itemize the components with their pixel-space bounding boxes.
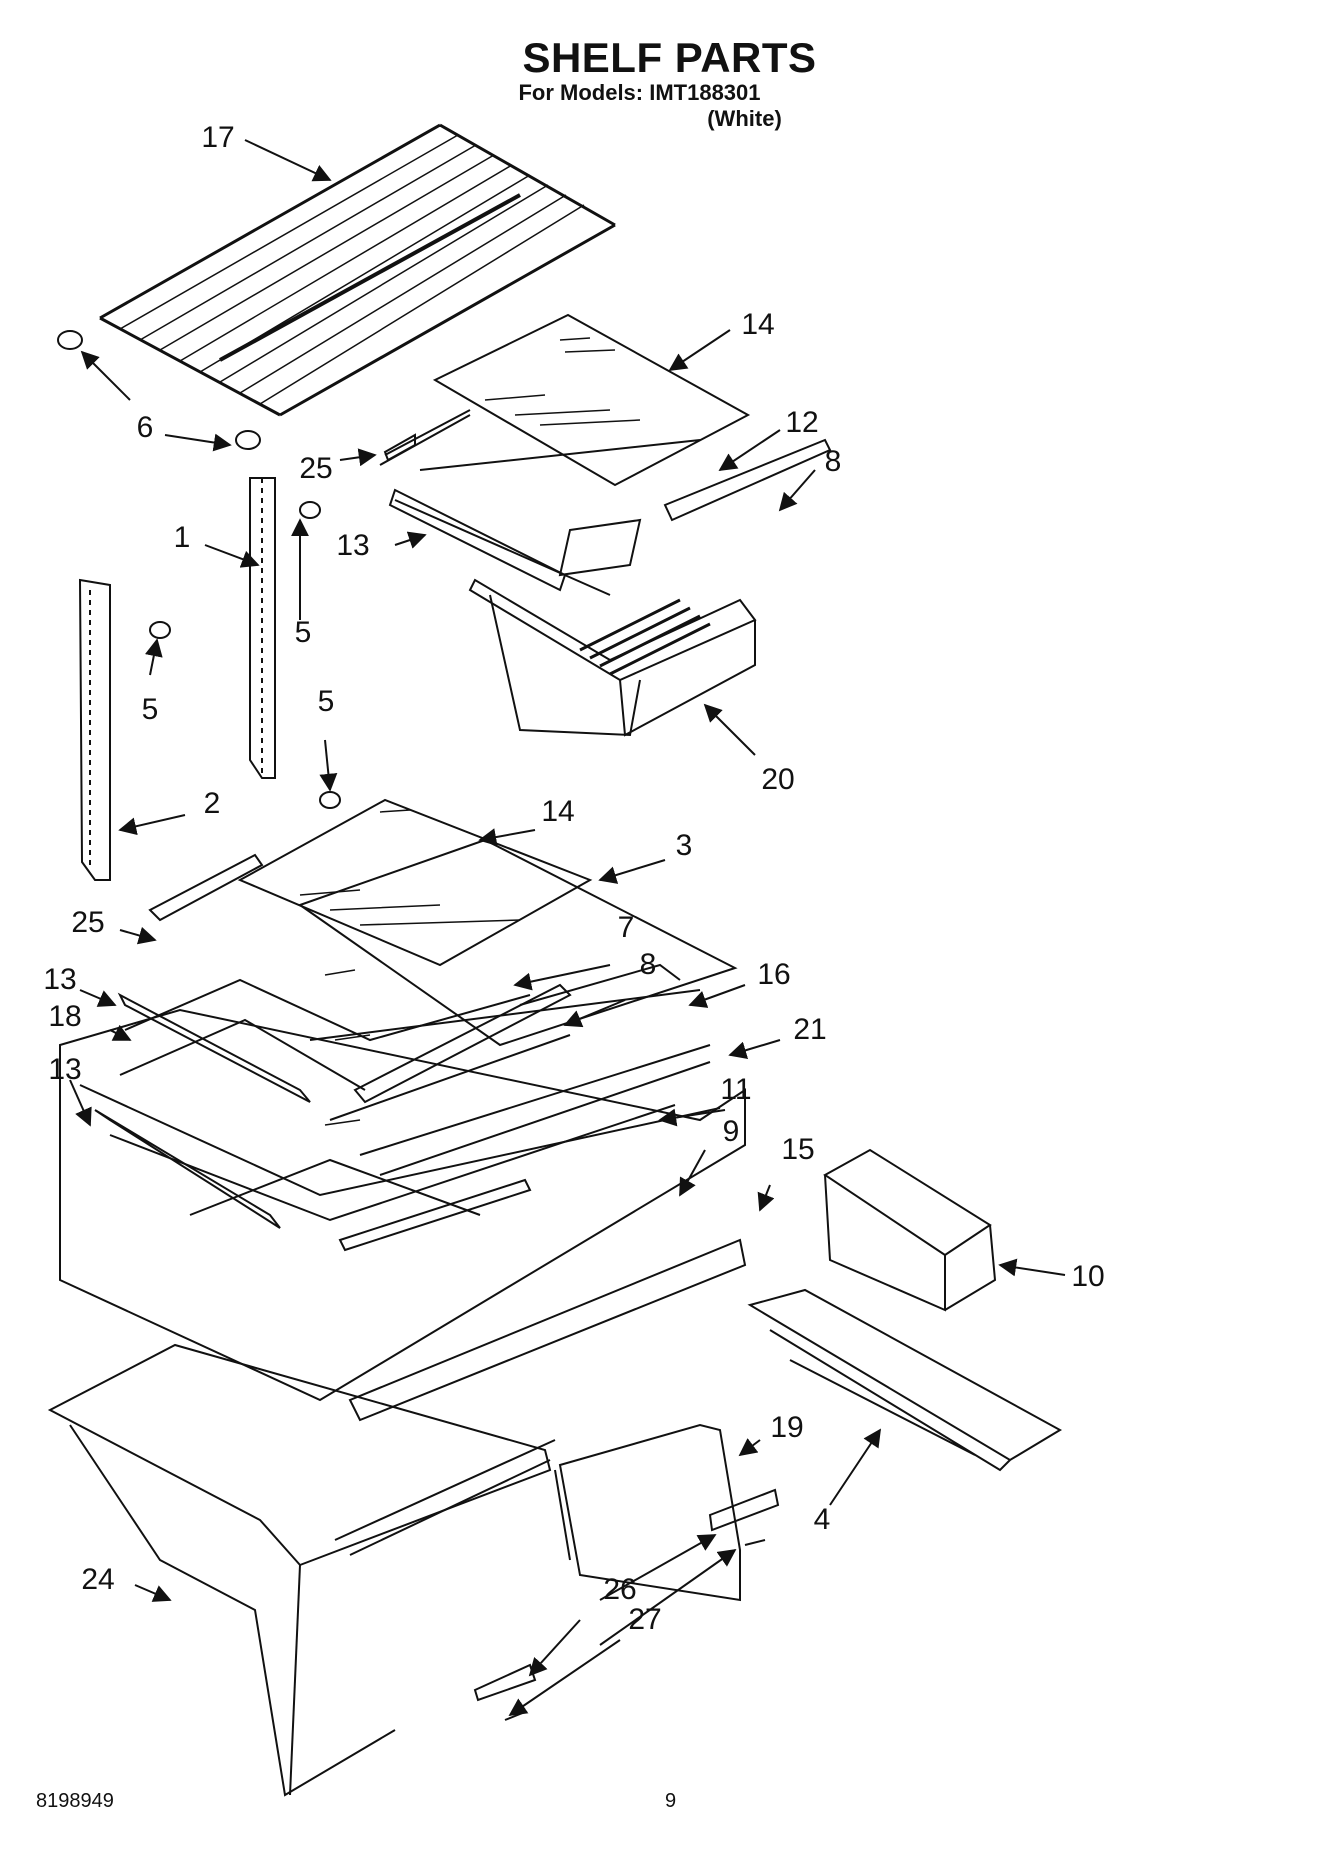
callout-5-b: 5 [141,693,159,726]
document-number: 8198949 [36,1790,114,1812]
callout-4: 4 [813,1503,831,1536]
upper-drawer [468,518,757,737]
callout-11: 11 [720,1073,752,1106]
header: SHELF PARTS For Models: IMT188301 (White… [0,36,1339,132]
models-subtitle: For Models: IMT188301 [518,80,761,105]
upper-glass-reflections [484,337,641,426]
callout-16: 16 [757,958,791,991]
main-crisper-frame [59,1008,747,1422]
callout-25-lower: 25 [71,906,105,939]
leader-arrows [69,139,1066,1717]
callout-27: 27 [628,1603,662,1636]
callout-7: 7 [617,911,635,944]
callout-12: 12 [785,406,819,439]
callout-17: 17 [201,121,235,154]
callout-21: 21 [793,1013,827,1046]
callout-3: 3 [675,829,693,862]
callout-25-upper: 25 [299,452,333,485]
lower-glass-shelf [297,838,738,1047]
middle-glass-reflections [299,809,521,1126]
page-title: SHELF PARTS [522,34,817,81]
callout-24: 24 [81,1563,115,1596]
callout-1: 1 [173,521,191,554]
callout-14-upper: 14 [741,308,775,341]
callout-5-a: 5 [294,616,312,649]
middle-glass-shelf [237,798,593,967]
storage-bin [823,1148,997,1312]
callout-10: 10 [1071,1260,1105,1293]
callout-26: 26 [603,1573,637,1606]
callout-13-upper: 13 [336,529,370,562]
upper-shelf-frame [379,409,832,596]
page-number: 9 [665,1790,677,1812]
crisper-cover-rail [747,1288,1063,1472]
shelf-support-pins [57,330,261,450]
callout-19: 19 [770,1411,804,1444]
callout-8-upper: 8 [824,445,842,478]
upper-glass-shelf [432,313,751,487]
callout-20: 20 [761,763,795,796]
callout-2: 2 [203,787,221,820]
callout-15: 15 [781,1133,815,1166]
wire-shelf [99,123,616,417]
callout-5-c: 5 [317,685,335,718]
rail-screws [149,501,341,809]
vertical-rails [78,477,276,881]
callout-13-lower: 13 [48,1053,82,1086]
callout-6: 6 [136,411,154,444]
callout-13-middle: 13 [43,963,77,996]
color-subtitle: (White) [707,106,782,131]
lower-drawers [47,1343,741,1797]
callout-14-middle: 14 [541,795,575,828]
callout-18: 18 [48,1000,82,1033]
callout-8-lower: 8 [639,948,657,981]
callout-9: 9 [722,1115,740,1148]
